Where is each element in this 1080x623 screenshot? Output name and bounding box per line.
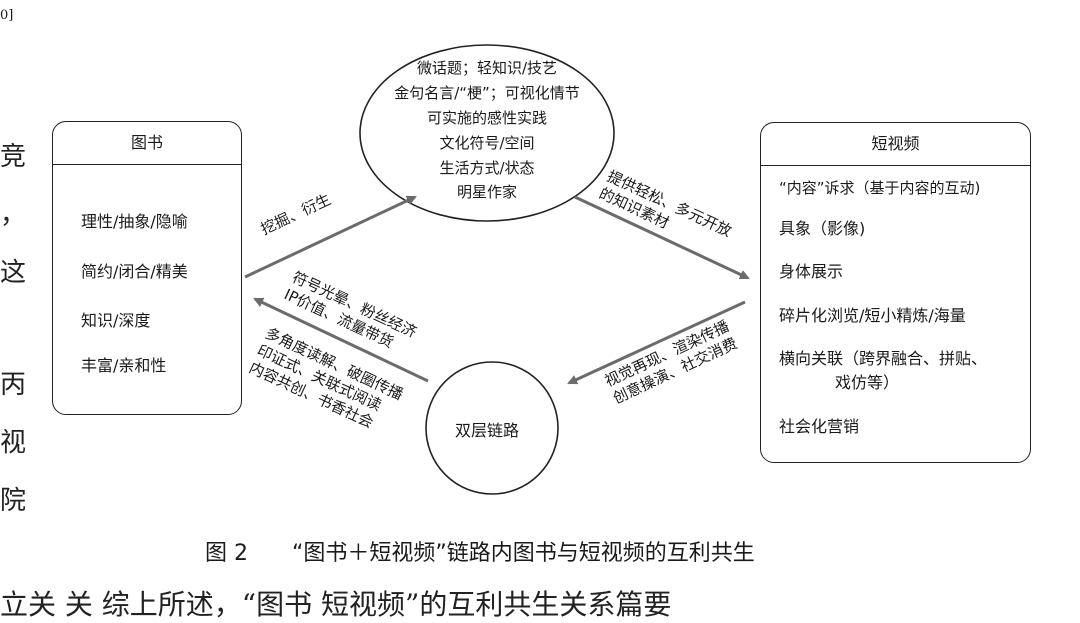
arrow-top-to-video [574, 195, 750, 280]
top-ellipse-shape [359, 44, 615, 222]
diagram-graphics [244, 44, 750, 495]
video-item-continued: 戏仿等） [835, 373, 900, 392]
margin-fragment: 这 [0, 258, 27, 288]
book-item: 简约/闭合/精美 [81, 262, 188, 281]
book-item: 丰富/亲和性 [81, 356, 167, 375]
video-item: “内容”诉求（基于内容的互动) [779, 179, 981, 197]
ellipse-line: 金句名言/“梗”；可视化情节 [394, 84, 580, 102]
arrow-bottom-to-book [253, 297, 429, 383]
margin-fragment: 院 [0, 486, 27, 516]
bottom-circle-label: 双层链路 [455, 421, 520, 440]
ellipse-line: 明星作家 [456, 183, 517, 201]
ellipse-line: 微话题；轻知识/技艺 [416, 59, 558, 77]
video-item: 横向关联（跨界融合、拼贴、 [779, 349, 988, 368]
ellipse-line: 文化符号/空间 [439, 134, 535, 152]
video-box-title: 短视频 [761, 123, 1030, 166]
bottom-circle-shape [425, 361, 559, 495]
top-ellipse: 微话题；轻知识/技艺 金句名言/“梗”；可视化情节 可实施的感性实践 文化符号/… [360, 45, 614, 221]
margin-fragment: 丙 [0, 370, 27, 400]
video-item: 具象（影像) [779, 219, 866, 238]
video-item: 社会化营销 [779, 417, 860, 436]
book-item: 知识/深度 [81, 311, 151, 330]
arrow-book-to-top [244, 195, 417, 279]
figure-number: 图 2 [205, 541, 248, 566]
book-box: 图书 理性/抽象/隐喻 简约/闭合/精美 知识/深度 丰富/亲和性 [52, 121, 242, 415]
book-item: 理性/抽象/隐喻 [81, 212, 188, 231]
arrow-video-to-bottom [567, 300, 746, 385]
margin-fragment: 竞 [0, 142, 27, 172]
corner-mark: 0] [0, 8, 14, 23]
video-item: 碎片化浏览/短小精炼/海量 [779, 306, 966, 325]
figure-caption: “图书＋短视频”链路内图书与短视频的互利共生 [292, 541, 755, 566]
margin-fragment: ， [0, 200, 27, 230]
margin-fragment: 视 [0, 428, 27, 458]
video-box: 短视频 “内容”诉求（基于内容的互动) 具象（影像) 身体展示 碎片化浏览/短小… [760, 122, 1031, 463]
video-item: 身体展示 [779, 262, 844, 281]
bottom-text-fragment: 立关 关 综上所述，“图书 短视频”的互利共生关系篇要 [0, 588, 672, 621]
ellipse-line: 可实施的感性实践 [426, 109, 547, 127]
ellipse-line: 生活方式/状态 [439, 159, 535, 177]
book-box-title: 图书 [53, 122, 241, 165]
